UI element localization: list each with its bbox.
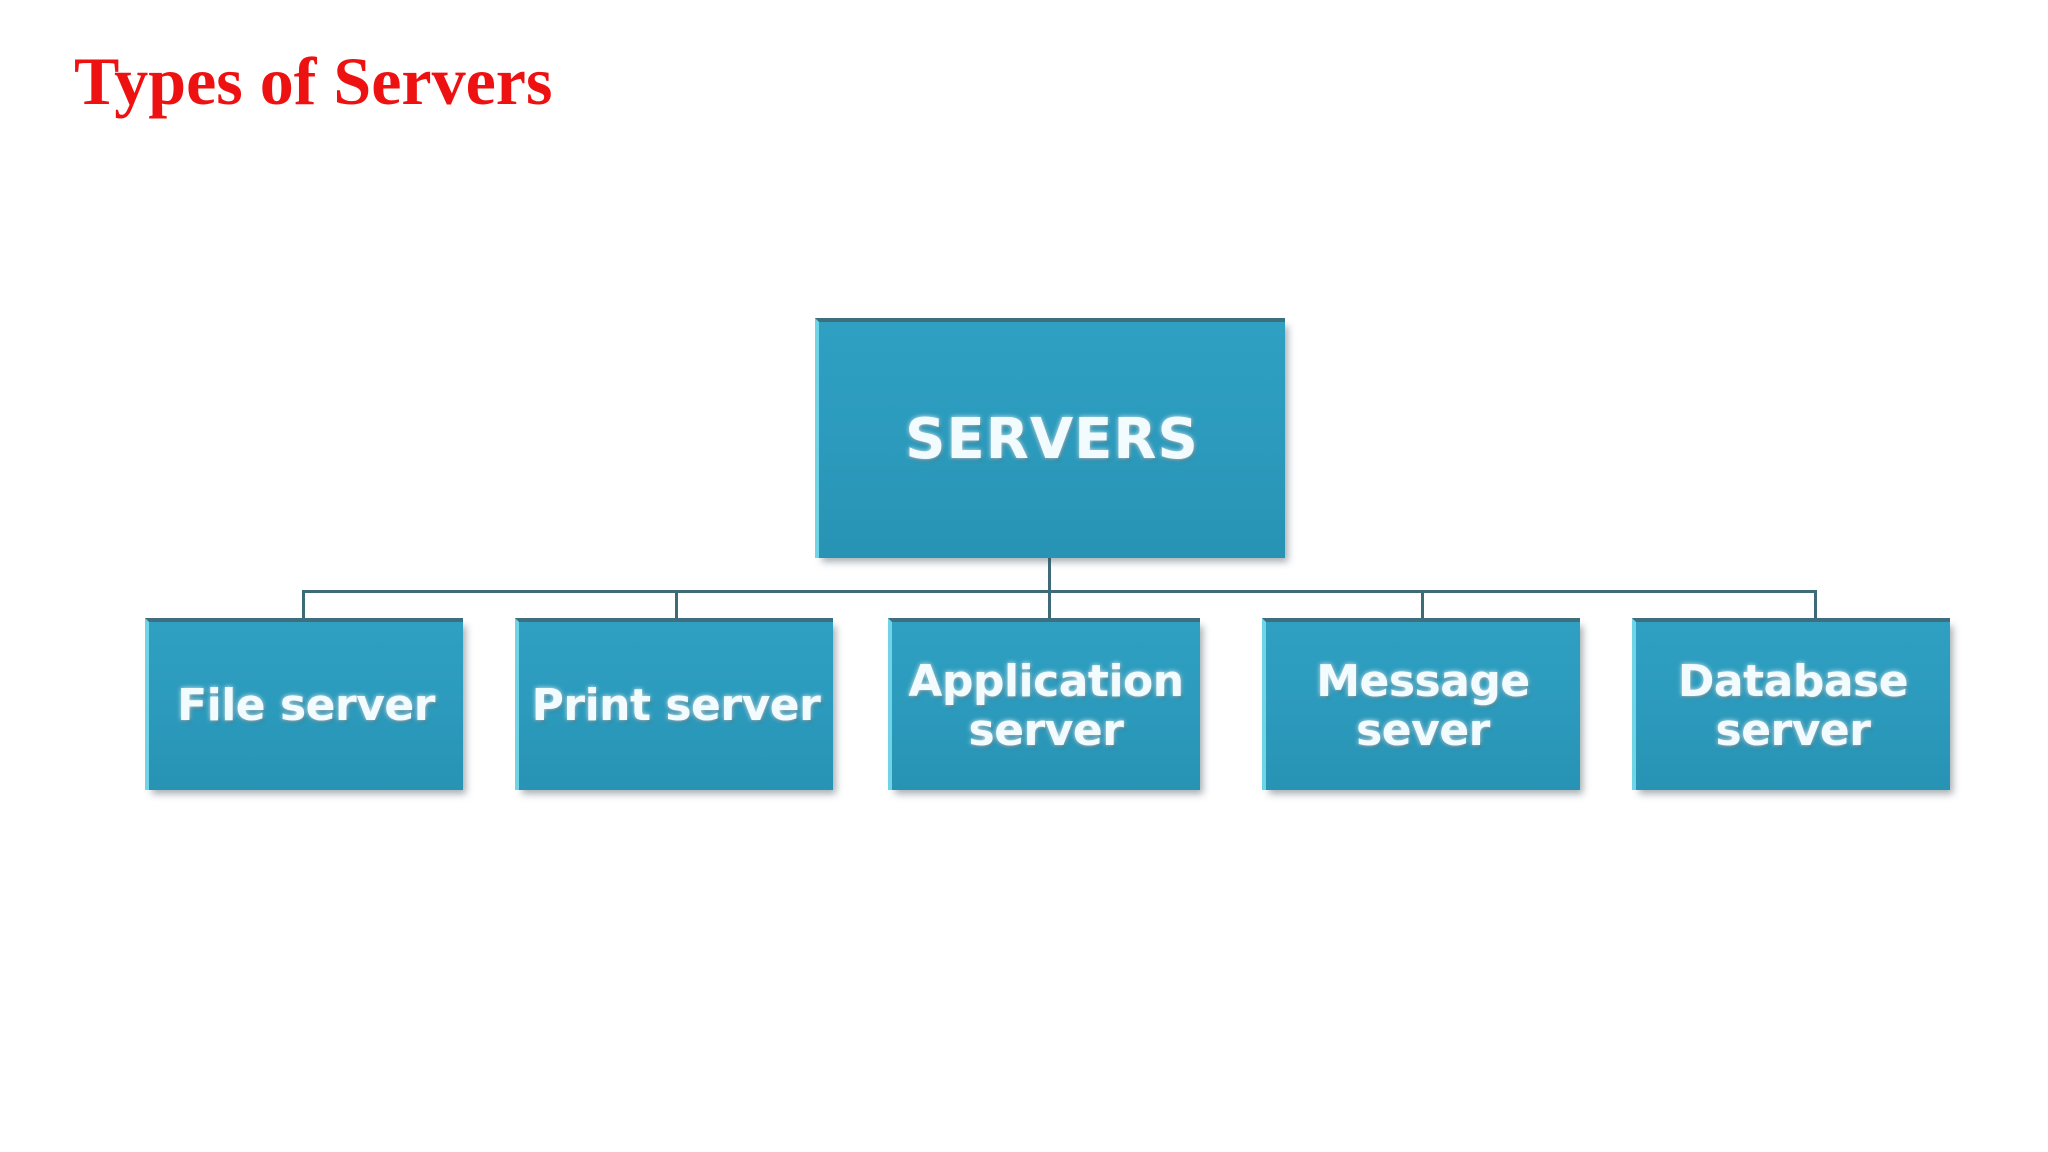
node-label-file-server: File server bbox=[177, 680, 435, 732]
node-servers-root[interactable]: SERVERS bbox=[815, 318, 1285, 558]
connector-drop-database-server bbox=[1814, 590, 1817, 620]
connector-root-stem bbox=[1048, 558, 1051, 592]
node-print-server[interactable]: Print server bbox=[515, 618, 833, 790]
node-label-servers: SERVERS bbox=[905, 406, 1199, 472]
page-title: Types of Servers bbox=[74, 43, 553, 119]
connector-drop-application-server bbox=[1048, 590, 1051, 620]
node-label-application-server: Application server bbox=[908, 655, 1184, 756]
node-label-print-server: Print server bbox=[531, 680, 821, 732]
node-label-message-sever: Message sever bbox=[1316, 655, 1530, 756]
node-label-database-server: Database server bbox=[1677, 655, 1909, 756]
node-file-server[interactable]: File server bbox=[145, 618, 463, 790]
node-application-server[interactable]: Application server bbox=[888, 618, 1200, 790]
node-message-sever[interactable]: Message sever bbox=[1262, 618, 1580, 790]
connector-drop-print-server bbox=[675, 590, 678, 620]
connector-drop-message-sever bbox=[1421, 590, 1424, 620]
connector-horizontal-bus bbox=[302, 590, 1817, 593]
connector-drop-file-server bbox=[302, 590, 305, 620]
node-database-server[interactable]: Database server bbox=[1632, 618, 1950, 790]
